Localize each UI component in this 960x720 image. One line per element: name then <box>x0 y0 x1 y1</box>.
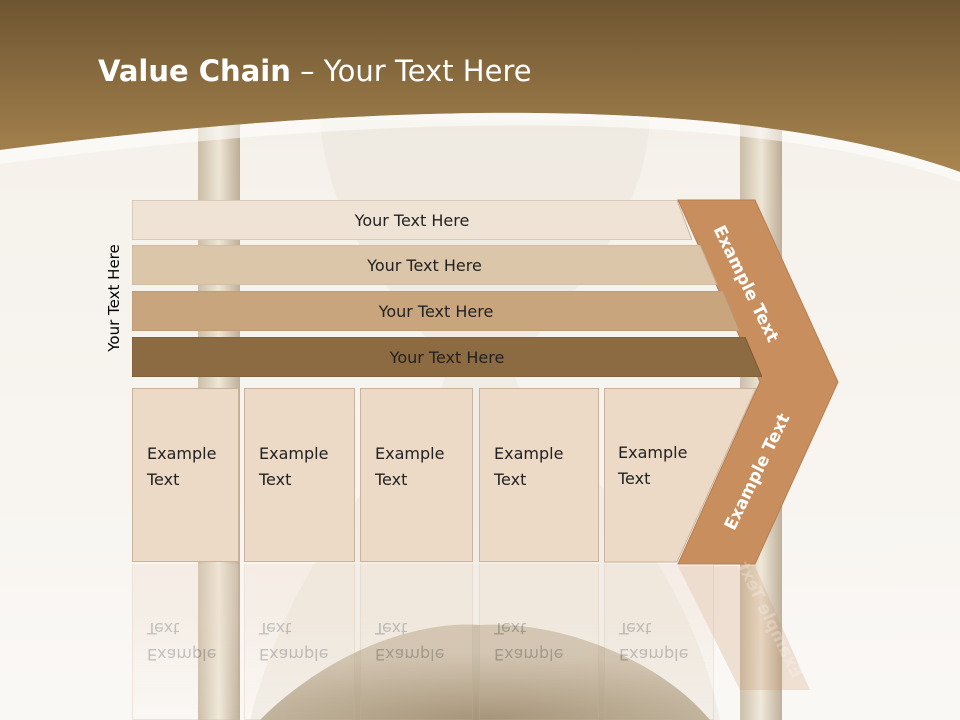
reflection-line1: Example <box>147 645 217 664</box>
title-bold: Value Chain <box>98 54 291 88</box>
reflection-line2: Text <box>147 619 180 638</box>
reflection-line1: Example <box>494 645 564 664</box>
reflection-line1: Example <box>619 645 689 664</box>
primary-box-last-shape <box>604 388 757 563</box>
support-row-label: Your Text Here <box>378 301 494 321</box>
support-row-shape <box>132 245 717 285</box>
support-row-label: Your Text Here <box>389 347 505 367</box>
primary-box: Example Text <box>360 388 473 562</box>
box-reflection: Example Text <box>479 564 599 720</box>
primary-box-line1: Example <box>494 444 564 463</box>
support-row-label: Your Text Here <box>354 210 470 230</box>
reflection-line2: Text <box>494 619 527 638</box>
support-row: Your Text Here <box>132 337 762 377</box>
primary-box-line1: Example <box>375 444 445 463</box>
primary-box: Example Text <box>132 388 239 562</box>
support-row: Your Text Here <box>132 245 717 285</box>
slide-title: Value Chain – Your Text Here <box>98 54 532 88</box>
reflection-line2: Text <box>619 619 652 638</box>
box-reflection: Example Text <box>132 564 239 720</box>
primary-box-line2: Text <box>147 470 180 489</box>
primary-box-line2: Text <box>494 470 527 489</box>
primary-box-line2: Text <box>375 470 408 489</box>
title-rest: – Your Text Here <box>290 54 532 88</box>
primary-box-line1: Example <box>147 444 217 463</box>
reflection-line2: Text <box>259 619 292 638</box>
reflection-line2: Text <box>375 619 408 638</box>
support-row-shape <box>132 291 740 331</box>
support-row: Your Text Here <box>132 291 740 331</box>
primary-box: Example Text <box>244 388 355 562</box>
primary-box: Example Text <box>479 388 599 562</box>
reflection-line1: Example <box>259 645 329 664</box>
primary-box-line1: Example <box>259 444 329 463</box>
support-row-shape <box>132 337 762 377</box>
support-row-shape <box>132 200 692 240</box>
reflection-line1: Example <box>375 645 445 664</box>
box-reflection: Example Text <box>244 564 355 720</box>
support-row: Your Text Here <box>132 200 692 240</box>
primary-box-line2: Text <box>259 470 292 489</box>
box-reflection: Example Text <box>360 564 473 720</box>
primary-box-line1: Example <box>618 443 688 462</box>
support-row-label: Your Text Here <box>367 255 482 275</box>
primary-box-line2: Text <box>618 469 651 488</box>
primary-box: Example Text <box>604 388 714 562</box>
box-reflection: Example Text <box>604 564 714 720</box>
